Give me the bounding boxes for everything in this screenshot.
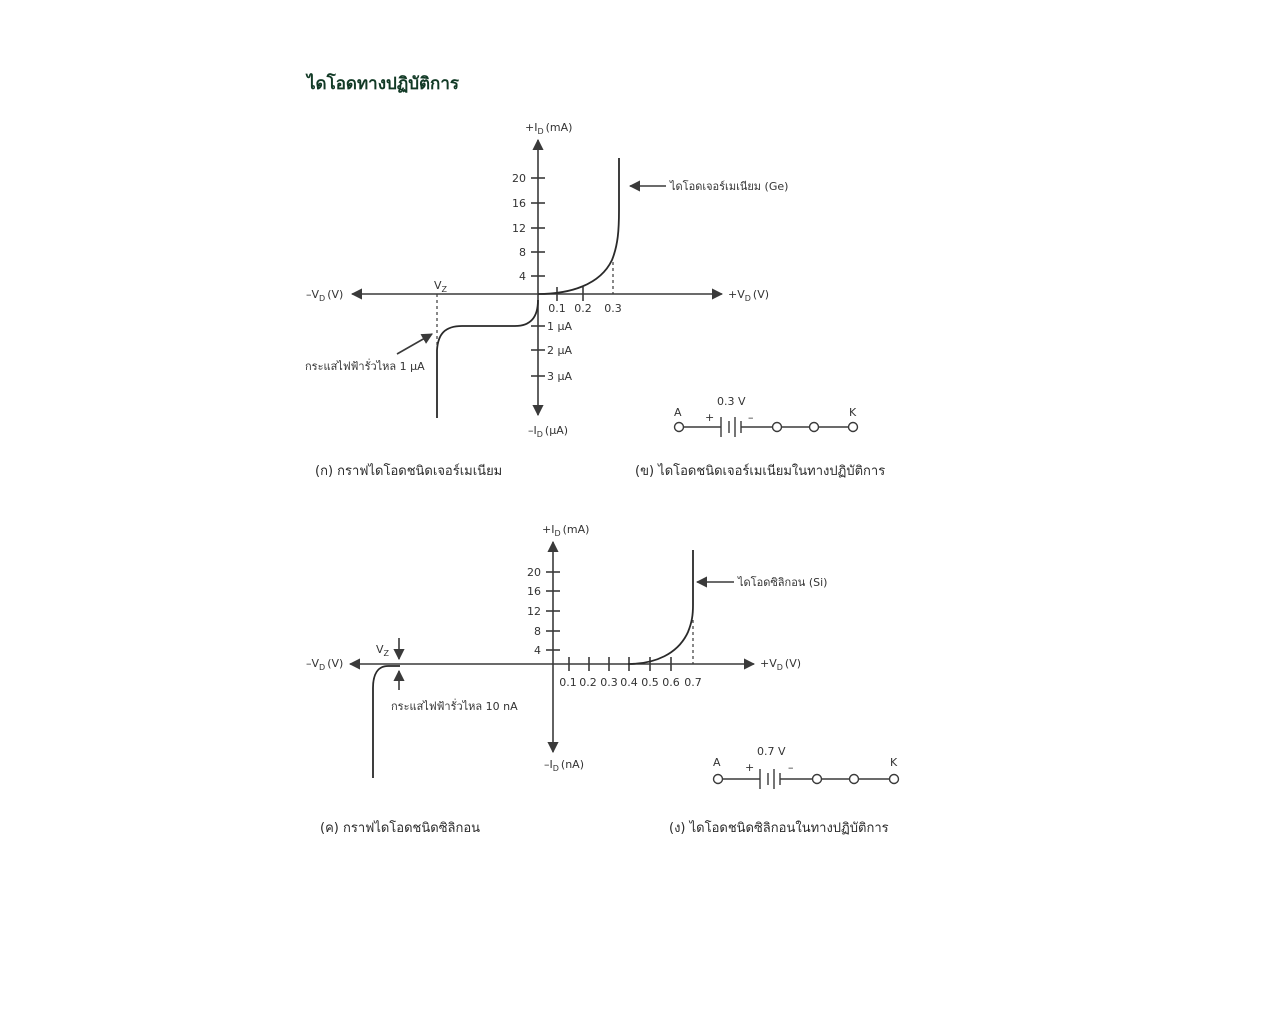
- ge-y-tick: 4: [519, 270, 526, 283]
- ge-y-tick: 12: [512, 222, 526, 235]
- ge-x-neg-label: –VD(V): [306, 288, 343, 303]
- ge-x-tick: 0.3: [604, 302, 622, 315]
- ge-y-neg-tick: 3 μA: [547, 370, 572, 383]
- si-cathode-terminal: [888, 773, 900, 785]
- si-node: [848, 773, 860, 785]
- ge-node: [771, 421, 783, 433]
- si-x-tick: 0.2: [579, 676, 597, 689]
- ge-y-pos-label: +ID(mA): [525, 121, 572, 136]
- si-cathode-label: K: [890, 756, 898, 769]
- ge-x-pos-label: +VD(V): [728, 288, 769, 303]
- si-x-tick: 0.1: [559, 676, 577, 689]
- si-circuit: A K 0.7 V + – (ง) ไดโอดชนิดซิลิกอนในทางป…: [669, 745, 900, 836]
- ge-circuit: A K 0.3 V + – (ข) ไดโอดชนิดเจอร์เมเนียมใ…: [635, 395, 885, 479]
- ge-graph-caption: (ก) กราฟไดโอดชนิดเจอร์เมเนียม: [315, 463, 502, 479]
- ge-anode-label: A: [674, 406, 682, 419]
- si-voltage-label: 0.7 V: [757, 745, 786, 758]
- ge-voltage-label: 0.3 V: [717, 395, 746, 408]
- ge-x-ticks: 0.1 0.2 0.3: [548, 287, 622, 315]
- ge-curve-label: ไดโอดเจอร์เมเนียม (Ge): [669, 179, 788, 193]
- ge-y-tick: 20: [512, 172, 526, 185]
- si-y-neg-label: –ID(nA): [544, 758, 584, 773]
- ge-anode-terminal: [673, 421, 685, 433]
- ge-leak-pointer: [396, 333, 433, 355]
- ge-x-tick: 0.1: [548, 302, 566, 315]
- ge-node: [808, 421, 820, 433]
- si-x-neg-label: –VD(V): [306, 657, 343, 672]
- ge-leak-label: กระแสไฟฟ้ารั่วไหล 1 μA: [305, 358, 425, 373]
- si-x-tick: 0.7: [684, 676, 702, 689]
- page-title: ไดโอดทางปฏิบัติการ: [305, 73, 460, 94]
- si-anode-label: A: [713, 756, 721, 769]
- si-vz-label: VZ: [376, 643, 390, 658]
- si-leak-label: กระแสไฟฟ้ารั่วไหล 10 nA: [391, 698, 518, 713]
- si-x-tick: 0.5: [641, 676, 659, 689]
- ge-cathode-label: K: [849, 406, 857, 419]
- ge-cathode-terminal: [847, 421, 859, 433]
- ge-vz-label: VZ: [434, 279, 448, 294]
- si-graph: +ID(mA) –ID(nA) +VD(V) –VD(V) 20 16 12 8…: [306, 523, 827, 836]
- si-x-pos-label: +VD(V): [760, 657, 801, 672]
- ge-circuit-caption: (ข) ไดโอดชนิดเจอร์เมเนียมในทางปฏิบัติการ: [635, 463, 885, 479]
- si-y-ticks-pos: 20 16 12 8 4: [527, 566, 560, 657]
- si-y-tick: 12: [527, 605, 541, 618]
- si-y-tick: 4: [534, 644, 541, 657]
- si-y-tick: 20: [527, 566, 541, 579]
- si-reverse-curve: [372, 665, 400, 778]
- si-y-tick: 16: [527, 585, 541, 598]
- si-graph-caption: (ค) กราฟไดโอดชนิดซิลิกอน: [320, 820, 480, 836]
- si-x-tick: 0.3: [600, 676, 618, 689]
- ge-graph: +ID(mA) –ID(μA) +VD(V) –VD(V) 20 16 12 8…: [305, 121, 788, 479]
- si-x-ticks: 0.1 0.2 0.3 0.4 0.5 0.6 0.7: [559, 657, 702, 689]
- ge-y-tick: 8: [519, 246, 526, 259]
- si-y-tick: 8: [534, 625, 541, 638]
- si-x-tick: 0.6: [662, 676, 680, 689]
- si-anode-terminal: [712, 773, 724, 785]
- si-circuit-caption: (ง) ไดโอดชนิดซิลิกอนในทางปฏิบัติการ: [669, 820, 889, 836]
- ge-y-neg-tick: 1 μA: [547, 320, 572, 333]
- si-y-pos-label: +ID(mA): [542, 523, 589, 538]
- ge-y-neg-tick: 2 μA: [547, 344, 572, 357]
- ge-forward-curve: [537, 158, 620, 295]
- ge-y-ticks-pos: 20 16 12 8 4: [512, 172, 545, 283]
- ge-y-tick: 16: [512, 197, 526, 210]
- si-x-tick: 0.4: [620, 676, 638, 689]
- ge-x-tick: 0.2: [574, 302, 592, 315]
- ge-plus-sign: +: [705, 411, 714, 424]
- si-plus-sign: +: [745, 761, 754, 774]
- si-curve-label: ไดโอดซิลิกอน (Si): [737, 575, 827, 589]
- ge-y-neg-label: –ID(μA): [528, 424, 568, 439]
- ge-minus-sign: –: [748, 411, 754, 424]
- ge-reverse-curve: [436, 299, 539, 418]
- si-forward-curve: [627, 550, 694, 665]
- si-node: [811, 773, 823, 785]
- ge-y-ticks-neg: 1 μA 2 μA 3 μA: [531, 320, 572, 383]
- si-minus-sign: –: [788, 761, 794, 774]
